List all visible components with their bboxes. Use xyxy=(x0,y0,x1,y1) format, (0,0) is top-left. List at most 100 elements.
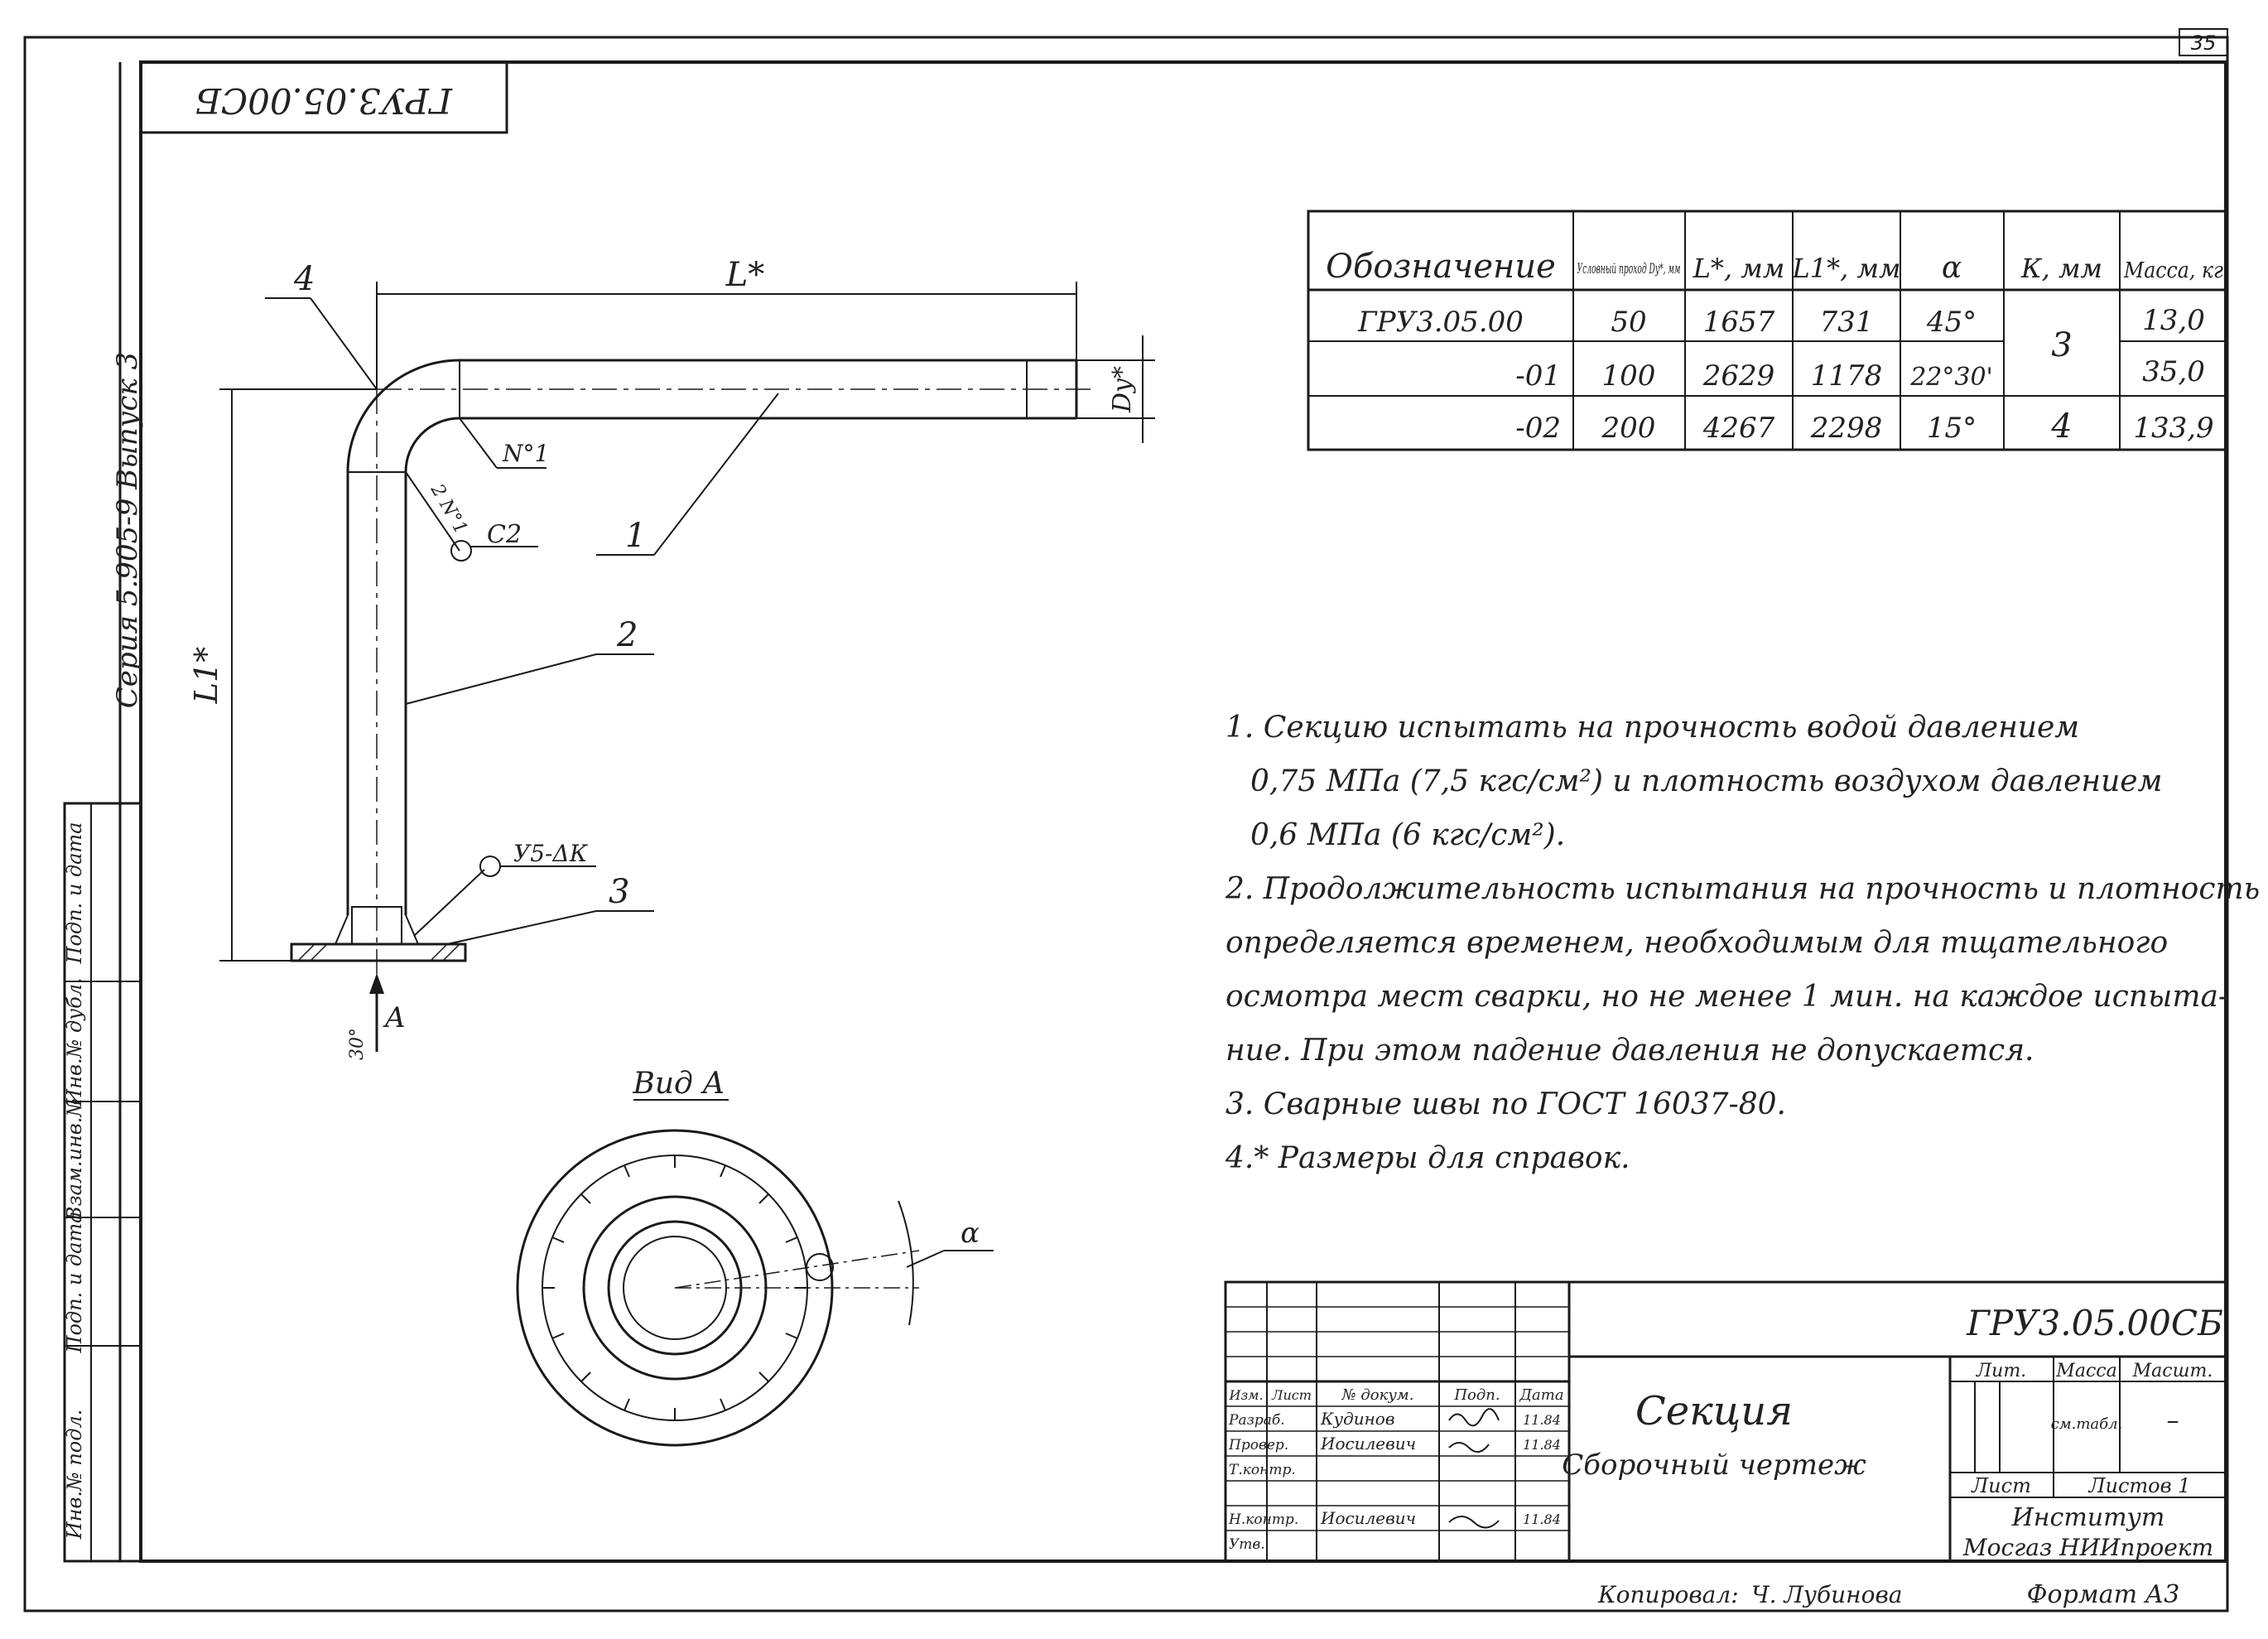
view-a: Вид А xyxy=(516,1067,994,1447)
th-alpha: α xyxy=(1942,251,1962,285)
cell-0-4: 45° xyxy=(1926,306,1977,339)
part-4-label: 4 xyxy=(293,260,315,298)
copier-name: Ч. Лубинова xyxy=(1751,1581,1902,1608)
spec-table: Обозначение Условный проход Dy*, мм L*, … xyxy=(1307,210,2229,451)
part-3-label: 3 xyxy=(609,873,629,911)
signature-0 xyxy=(1448,1408,1500,1427)
mass-value: см.табл. xyxy=(2051,1415,2123,1433)
th-designation: Обозначение xyxy=(1326,248,1556,286)
cell-0-2: 1657 xyxy=(1703,306,1775,339)
weld-u5-label: У5-ΔК xyxy=(513,840,589,867)
doc-name: Секция xyxy=(1635,1388,1793,1434)
sheets-label: Листов 1 xyxy=(2088,1474,2191,1497)
inner-frame xyxy=(139,60,2227,1563)
col-doc: № докум. xyxy=(1341,1386,1414,1404)
date-1: 11.84 xyxy=(1523,1437,1561,1453)
title-block: Изм. Лист № докум. Подп. Дата Разраб. Пр… xyxy=(1224,1280,2227,1563)
lit-label: Лит. xyxy=(1976,1361,2026,1381)
weld-circle-u5 xyxy=(479,856,501,877)
cell-1-3: 1178 xyxy=(1811,359,1883,393)
org-line2: Мосгаз НИИпроект xyxy=(1962,1534,2213,1561)
strip-label-4: Подп. и дата xyxy=(63,822,86,965)
signature-1 xyxy=(1448,1442,1490,1453)
technical-notes: 1. Секцию испытать на прочность водой да… xyxy=(1225,711,2260,1175)
left-strip: Инв.№ подл. Подп. и дата Взам.инв.№ Инв.… xyxy=(63,802,142,1563)
series-label: Серия 5.905-9 Выпуск 3 xyxy=(111,352,144,708)
cell-0-0: ГРУ3.05.00 xyxy=(1357,306,1524,339)
note-line-1: 0,75 МПа (7,5 кгс/см²) и плотность возду… xyxy=(1250,764,2162,798)
copied-label: Копировал: xyxy=(1597,1581,1739,1608)
name-0: Кудинов xyxy=(1320,1409,1395,1429)
name-1: Иосилевич xyxy=(1320,1434,1416,1453)
arrow-a-head xyxy=(369,973,384,994)
label-Dy: Dy* xyxy=(1108,366,1137,413)
note-line-8: 4.* Размеры для справок. xyxy=(1225,1141,1630,1175)
strip-label-2: Взам.инв.№ xyxy=(63,1098,86,1222)
cell-1-6: 35,0 xyxy=(2142,355,2205,388)
part-2-label: 2 xyxy=(616,616,638,654)
org-line1: Институт xyxy=(2011,1503,2165,1532)
format-label: Формат А3 xyxy=(2027,1580,2180,1609)
strip-label-3: Инв.№ дубл. xyxy=(63,977,86,1106)
th-L: L*, мм xyxy=(1693,253,1785,284)
note-line-0: 1. Секцию испытать на прочность водой да… xyxy=(1225,711,2079,745)
col-izm: Изм. xyxy=(1228,1387,1263,1403)
weld-circle-c2 xyxy=(450,540,472,562)
cell-1-1: 100 xyxy=(1602,359,1656,393)
col-podp: Подп. xyxy=(1453,1386,1500,1404)
cell-0-5: 3 xyxy=(2051,326,2072,364)
part-1-label: 1 xyxy=(625,517,646,555)
label-L1: L1* xyxy=(188,647,224,704)
note-line-3: 2. Продолжительность испытания на прочно… xyxy=(1225,872,2260,906)
sheet-number-box xyxy=(2179,28,2228,56)
strip-label-1: Подп. и дата xyxy=(63,1212,86,1354)
note-line-4: определяется временем, необходимым для т… xyxy=(1225,926,2168,960)
cell-2-0: -02 xyxy=(1515,412,1561,445)
weld-n1-label: N°1 xyxy=(502,440,549,467)
bolt-hole xyxy=(806,1253,834,1281)
cell-2-4: 15° xyxy=(1927,412,1977,445)
col-date: Дата xyxy=(1519,1386,1563,1404)
th-K: К, мм xyxy=(2020,253,2102,284)
doc-subname: Сборочный чертеж xyxy=(1562,1449,1866,1482)
alpha-label: α xyxy=(961,1217,980,1250)
cell-2-5: 4 xyxy=(2050,407,2072,446)
note-line-2: 0,6 МПа (6 кгс/см²). xyxy=(1250,818,1565,852)
cell-1-2: 2629 xyxy=(1702,359,1775,393)
role-0: Разраб. xyxy=(1228,1412,1285,1429)
date-0: 11.84 xyxy=(1523,1412,1561,1428)
cell-0-1: 50 xyxy=(1611,306,1646,339)
scale-value: – xyxy=(2167,1406,2179,1435)
view-a-title: Вид А xyxy=(632,1067,725,1101)
cell-1-4: 22°30' xyxy=(1909,363,1993,392)
cell-2-1: 200 xyxy=(1601,412,1656,445)
cell-1-0: -01 xyxy=(1515,359,1561,393)
role-4: Н.контр. xyxy=(1228,1511,1298,1528)
cell-2-2: 4267 xyxy=(1702,412,1775,445)
role-5: Утв. xyxy=(1229,1536,1265,1553)
signature-4 xyxy=(1448,1516,1500,1529)
cell-0-3: 731 xyxy=(1820,306,1874,339)
strip-label-0: Инв.№ подл. xyxy=(63,1410,86,1540)
weld-2n1-label: 2 N°1 xyxy=(426,480,471,538)
sheet-label: Лист xyxy=(1971,1474,2031,1497)
angle-30-label: 30° xyxy=(347,1028,368,1060)
col-list: Лист xyxy=(1271,1387,1312,1403)
th-mass: Масса, кг xyxy=(2123,258,2223,283)
cell-0-6: 13,0 xyxy=(2142,304,2205,337)
th-L1: L1*, мм xyxy=(1791,253,1900,284)
sheet-number: 35 xyxy=(2191,31,2217,55)
note-line-6: ние. При этом падение давления не допуск… xyxy=(1225,1034,2034,1068)
doc-code: ГРУ3.05.00СБ xyxy=(1966,1303,2223,1343)
role-2: Т.контр. xyxy=(1229,1462,1296,1478)
cell-2-6: 133,9 xyxy=(2133,412,2213,445)
weld-c2-label: С2 xyxy=(487,520,522,549)
note-line-7: 3. Сварные швы по ГОСТ 16037-80. xyxy=(1225,1087,1786,1121)
note-line-5: осмотра мест сварки, но не менее 1 мин. … xyxy=(1225,980,2228,1014)
cell-2-3: 2298 xyxy=(1810,412,1883,445)
label-L: L* xyxy=(725,256,765,294)
th-dy: Условный проход Dy*, мм xyxy=(1577,261,1681,277)
scale-label: Масшт. xyxy=(2132,1361,2213,1381)
mass-label: Масса xyxy=(2055,1361,2116,1381)
